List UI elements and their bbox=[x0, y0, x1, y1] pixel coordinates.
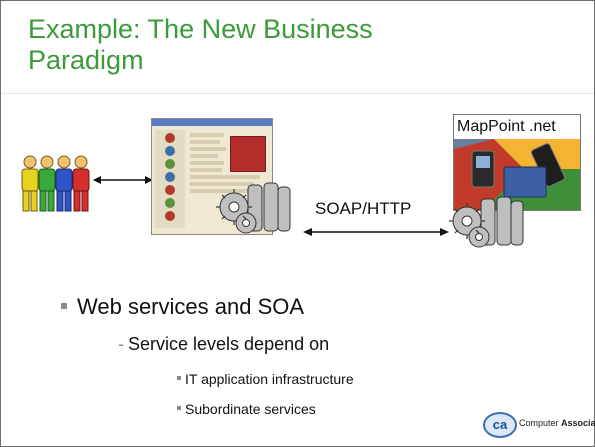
double-arrow-icon bbox=[303, 228, 449, 236]
bullet-square-icon bbox=[177, 376, 181, 381]
slide-title: Example: The New Business Paradigm bbox=[28, 14, 373, 75]
bullet-level3-item: IT application infrastructure bbox=[177, 371, 354, 387]
bullet-square-icon bbox=[177, 406, 181, 411]
people-group-icon bbox=[21, 155, 90, 212]
mappoint-logo-icon: MapPoint .net bbox=[453, 114, 581, 211]
double-arrow-icon bbox=[93, 176, 153, 184]
server-gears-icon bbox=[216, 182, 291, 234]
bullet-level3-item: Subordinate services bbox=[177, 401, 316, 417]
title-divider bbox=[1, 93, 594, 94]
bullet-square-icon bbox=[61, 303, 67, 310]
mappoint-logo-text: MapPoint .net bbox=[457, 118, 556, 135]
soap-http-label: SOAP/HTTP bbox=[315, 199, 412, 218]
title-band: Example: The New Business Paradigm bbox=[1, 1, 594, 93]
bullet-dash-icon: - bbox=[118, 334, 124, 354]
browser-screenshot-icon bbox=[151, 118, 273, 235]
server-gears-icon bbox=[449, 196, 524, 248]
computer-associates-logo: ca Computer Associates bbox=[483, 412, 595, 438]
bullet-level2: -Service levels depend on bbox=[118, 334, 330, 354]
bullet-level1: Web services and SOA bbox=[61, 294, 304, 320]
ca-badge-icon: ca bbox=[483, 412, 517, 438]
mappoint-art bbox=[454, 139, 580, 210]
ca-logo-text: Computer Associates bbox=[519, 418, 595, 428]
